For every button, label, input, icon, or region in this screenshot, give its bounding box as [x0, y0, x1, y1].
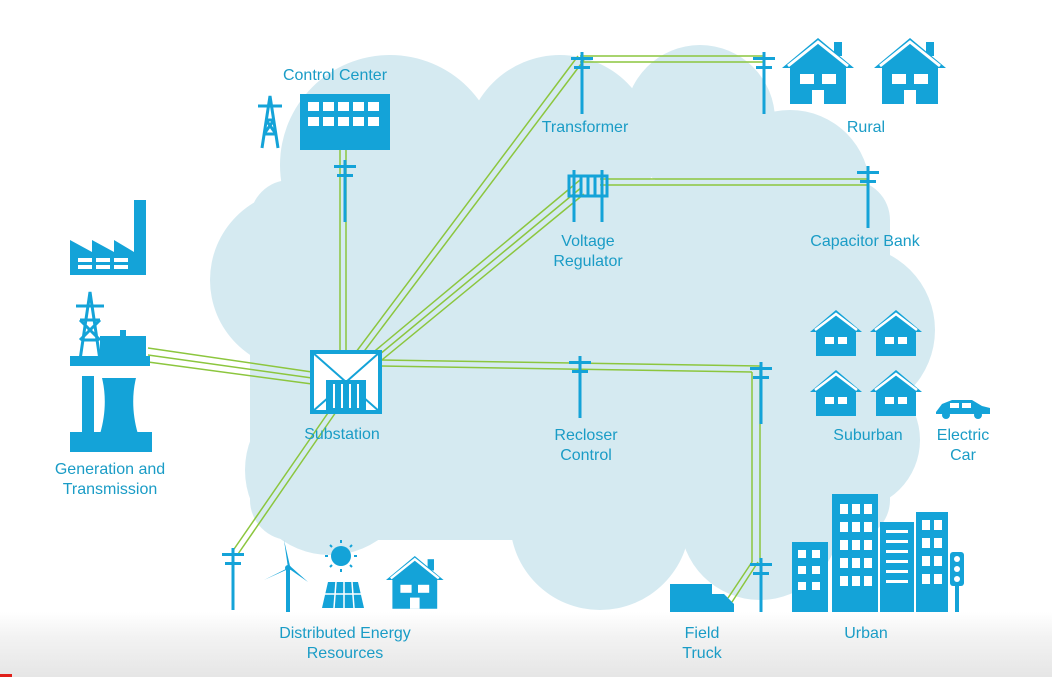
solar-panel-icon [322, 581, 364, 609]
control-center-building-icon [300, 94, 390, 150]
cooling-tower-icon [70, 376, 152, 452]
voltage-regulator-icon [567, 170, 609, 222]
voltage-regulator-label-line1: Voltage [561, 233, 615, 250]
video-bottom-bar [0, 612, 1052, 677]
electric-car-icon [936, 400, 990, 419]
voltage-regulator-label-line2: Regulator [553, 253, 623, 270]
office-building-icon [792, 494, 948, 612]
urban-label: Urban [844, 625, 888, 642]
substation-icon [310, 350, 382, 414]
control-center-label: Control Center [282, 67, 388, 84]
progress-indicator [0, 674, 12, 677]
suburban-label: Suburban [833, 427, 903, 444]
factory-icon [70, 200, 146, 275]
transformer-label: Transformer [541, 119, 629, 136]
house-icon [384, 554, 445, 610]
field-truck-label-line2: Truck [682, 645, 722, 662]
der-label-line2: Resources [306, 645, 384, 662]
recloser-label-line1: Recloser [554, 427, 618, 444]
der-label-line1: Distributed Energy [279, 625, 411, 642]
utility-pole-icon [222, 548, 244, 610]
cloud-background [210, 45, 935, 610]
recloser-label-line2: Control [560, 447, 612, 464]
traffic-light-icon [950, 552, 964, 612]
field-truck-label-line1: Field [684, 625, 720, 642]
house-icon [872, 36, 948, 106]
electric-car-label-line2: Car [950, 447, 976, 464]
generation-label-line2: Transmission [62, 481, 158, 498]
sun-icon [325, 540, 357, 572]
electric-car-label-line1: Electric [936, 427, 990, 444]
house-icon [780, 36, 856, 106]
substation-label: Substation [304, 426, 380, 443]
transmission-tower-icon [258, 95, 282, 149]
grid-connections [147, 55, 868, 603]
capacitor-bank-label: Capacitor Bank [810, 233, 920, 250]
rural-label: Rural [846, 119, 886, 136]
power-plant-icon [70, 291, 150, 366]
wind-turbine-icon [264, 540, 308, 612]
generation-label-line1: Generation and [54, 461, 166, 478]
